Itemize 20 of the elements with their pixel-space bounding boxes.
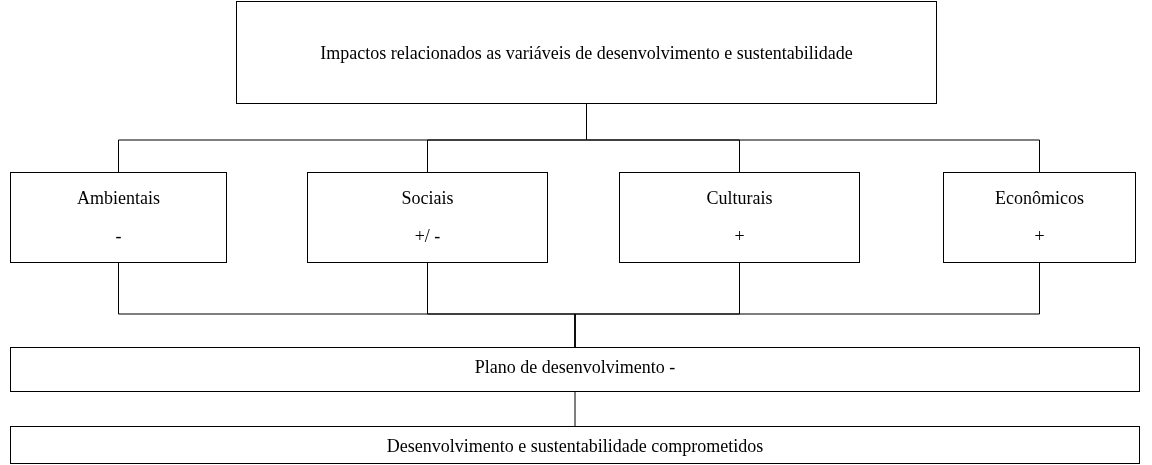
box-title: Desenvolvimento e sustentabilidade comprometidos [385, 435, 765, 457]
connector-line [574, 262, 1040, 348]
box-title: Impactos relacionados as variáveis de desenvolvimento e sustentabilidade [319, 41, 854, 65]
box-title: Culturais [705, 187, 774, 210]
process-box [236, 1, 937, 104]
impact-sign: - [114, 225, 123, 248]
box-title: Plano de desenvolvimento - [473, 356, 677, 378]
process-box [10, 426, 1140, 464]
connector-line [574, 391, 576, 427]
process-box [10, 172, 227, 263]
impact-sign: +/ - [413, 225, 442, 248]
process-box [619, 172, 860, 263]
impact-sign: + [733, 225, 746, 248]
box-title: Sociais [400, 187, 455, 210]
process-box [943, 172, 1136, 263]
box-title: Ambientais [76, 187, 161, 210]
process-box [307, 172, 548, 263]
process-box [10, 347, 1140, 392]
box-title: Econômicos [994, 187, 1085, 210]
impact-sign: + [1033, 225, 1046, 248]
